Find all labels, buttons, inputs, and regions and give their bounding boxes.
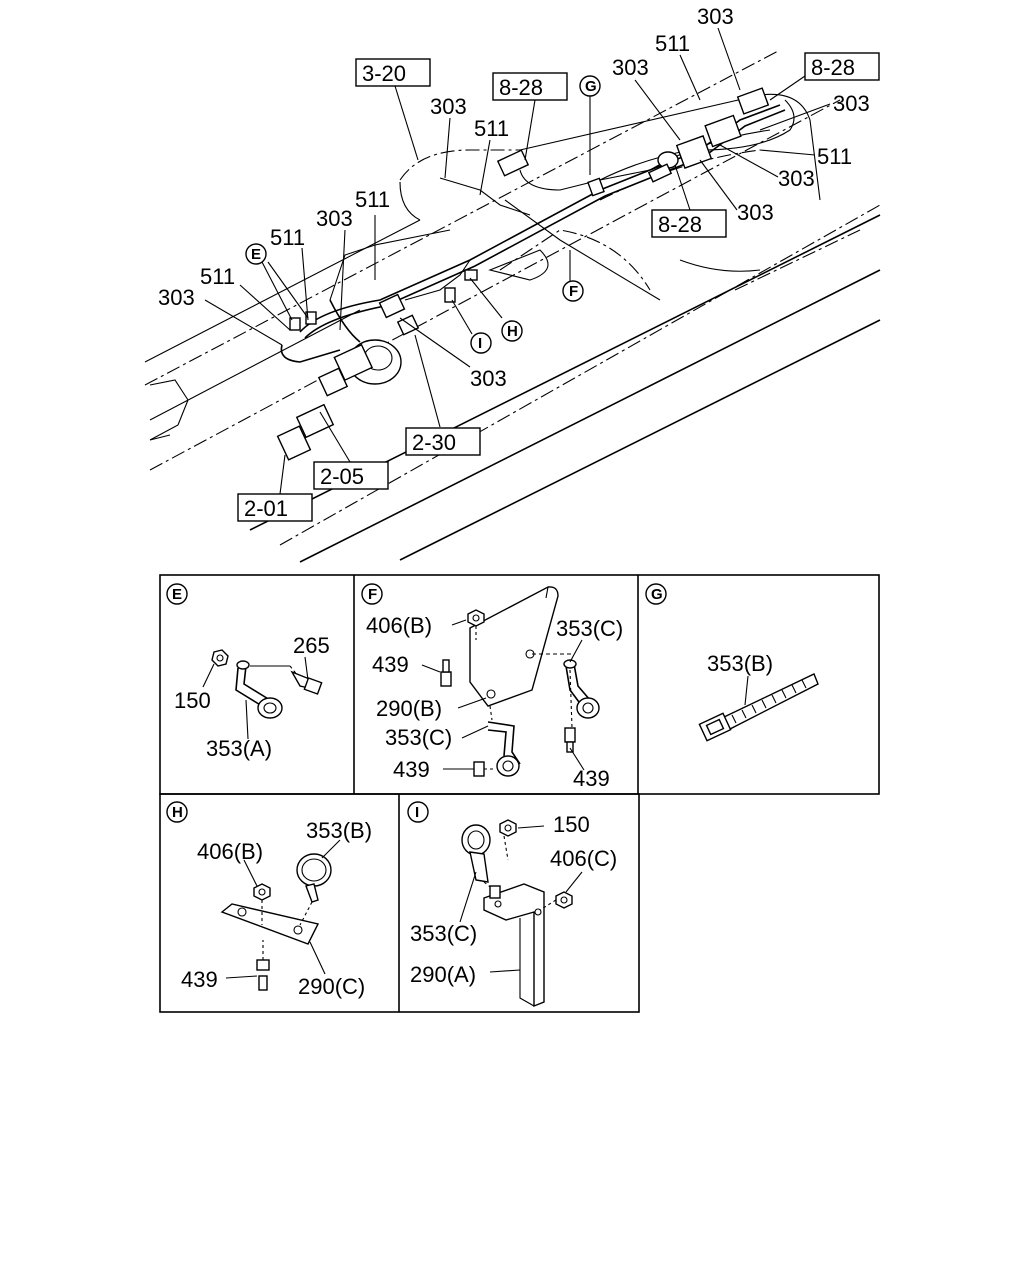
detail-label: 439 [181,967,218,992]
part-label: 511 [655,31,690,56]
callout-letter: E [251,246,261,263]
detail-label: 265 [293,633,330,658]
ref-box [313,461,389,490]
part-label: 303 [612,55,649,80]
ref-box-label: 2-30 [412,430,456,455]
callout-letter: H [507,323,518,340]
detail-label: 439 [573,766,610,791]
ref-box [355,58,431,87]
detail-label: 353(C) [556,616,623,641]
ref-box-label: 3-20 [362,61,406,86]
clip [289,317,301,331]
part-label: 303 [737,200,774,225]
main-view-leaders [204,27,831,495]
detail-i: I 150 406(C) 353(C) 290(A) [407,801,617,1008]
detail-label: 353(B) [707,651,773,676]
ref-box-label: 8-28 [658,212,702,237]
callout-letter: F [569,283,578,300]
detail-label: 406(C) [550,846,617,871]
detail-letter: F [368,586,377,603]
detail-f: F [361,583,623,791]
ref-box [405,427,481,456]
part-label: 303 [470,366,507,391]
main-view-components [276,87,770,461]
detail-letter: H [172,804,183,821]
detail-label: 406(B) [197,839,263,864]
detail-label: 439 [393,757,430,782]
ref-box [651,209,727,238]
clip [587,177,605,197]
detail-label: 406(B) [366,613,432,638]
part-label: 303 [697,4,734,29]
ref-box-label: 8-28 [499,75,543,100]
clip [444,287,456,303]
part-label: 511 [474,116,509,141]
connector [378,293,406,319]
ref-box [492,72,568,101]
part-label: 303 [430,94,467,119]
detail-label: 290(B) [376,696,442,721]
ref-box-label: 2-01 [244,496,288,521]
main-view-labels: 303 511 303 303 511 303 303 511 303 303 … [158,4,870,391]
part-label: 303 [316,206,353,231]
part-label: 511 [817,144,852,169]
valve-cluster [647,87,770,183]
detail-label: 290(C) [298,974,365,999]
connector [496,149,530,177]
detail-label: 290(A) [410,962,476,987]
clip [305,311,317,325]
part-label: 511 [200,264,235,289]
detail-letter: I [415,804,419,821]
detail-letter: E [172,586,182,603]
detail-g: G 353(B) [645,583,819,742]
detail-e: E 265 150 353(A) [166,583,330,761]
main-view-callouts: E G F H I [245,75,601,354]
detail-label: 353(C) [385,725,452,750]
callout-letter: G [585,78,597,95]
part-label: 511 [355,187,390,212]
ref-box-label: 2-05 [320,464,364,489]
ref-box [804,52,880,81]
detail-label: 353(B) [306,818,372,843]
detail-label: 353(C) [410,921,477,946]
detail-label: 150 [553,812,590,837]
detail-letter: G [651,586,663,603]
detail-label: 353(A) [206,736,272,761]
callout-letter: I [478,335,482,352]
detail-h: H 353(B) 406(B) 439 290(C) [166,801,372,999]
detail-label: 150 [174,688,211,713]
ref-box-label: 8-28 [811,55,855,80]
part-label: 303 [833,91,870,116]
main-view-ref-boxes: 3-20 8-28 8-28 8-28 2-30 2-05 2-01 [237,52,880,522]
detail-grid [159,574,880,1013]
ref-box [237,493,313,522]
detail-label: 439 [372,652,409,677]
exhaust-brake-unit [276,299,402,461]
part-label: 303 [778,166,815,191]
part-label: 511 [270,225,305,250]
part-label: 303 [158,285,195,310]
